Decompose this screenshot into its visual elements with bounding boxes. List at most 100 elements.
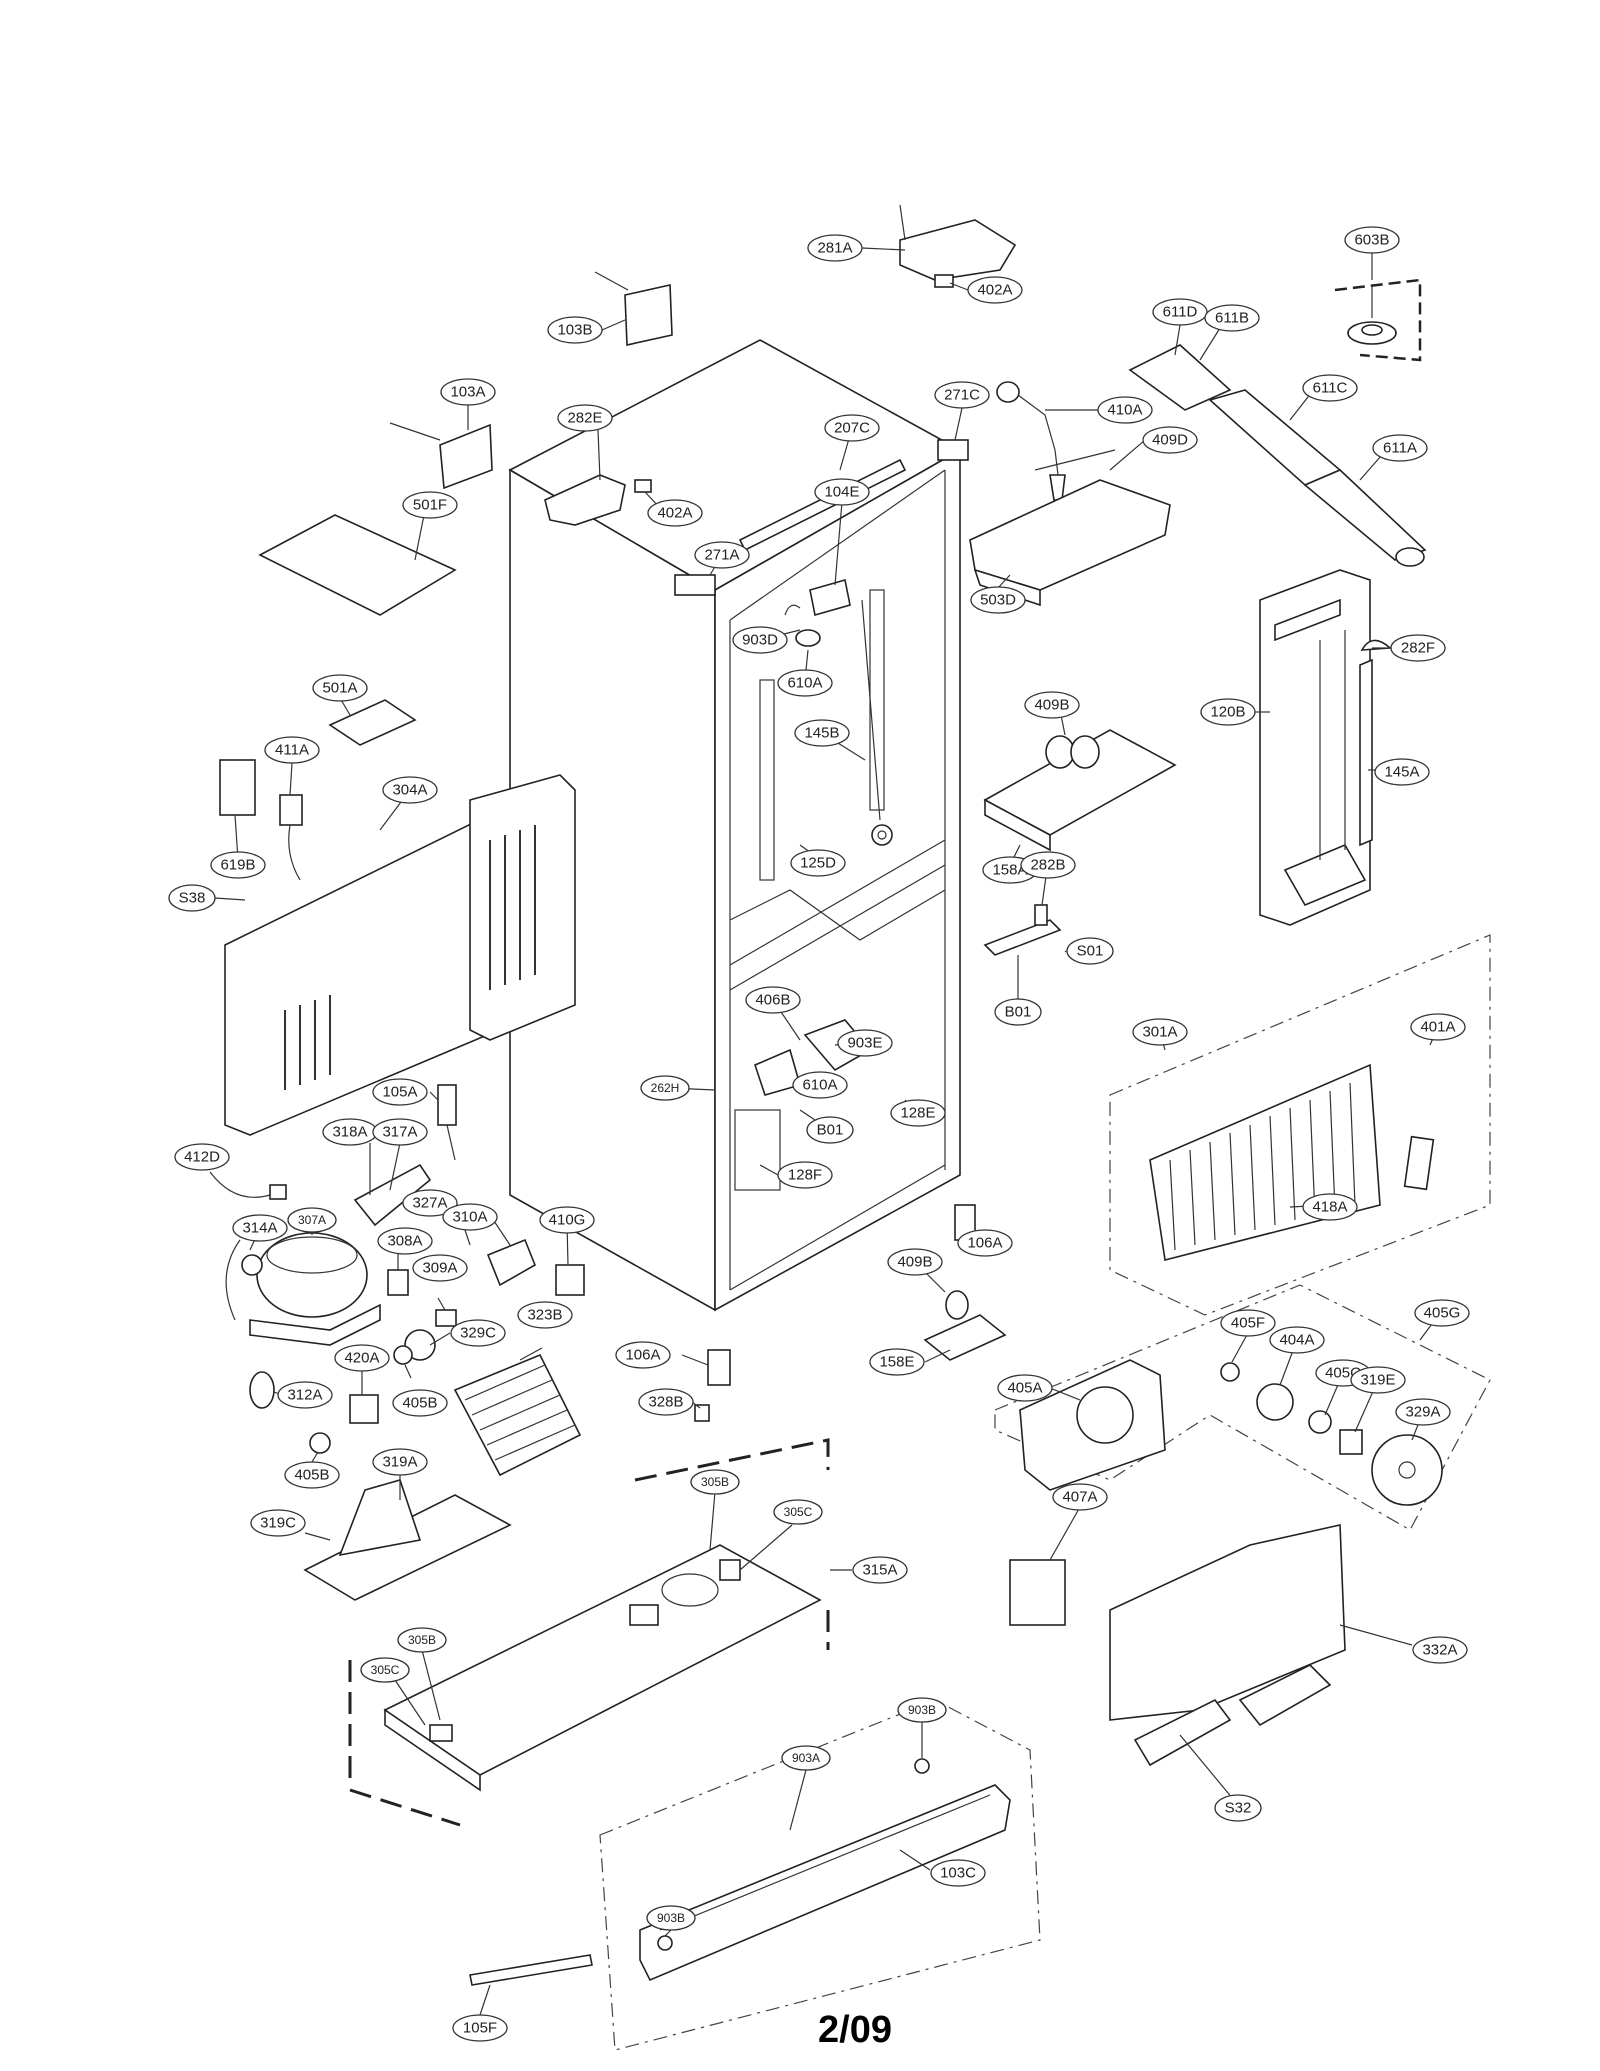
lamp-socket-410a xyxy=(996,381,1066,501)
label-409d: 409D xyxy=(1142,426,1198,454)
label-145b: 145B xyxy=(794,719,850,747)
clip-309a xyxy=(435,1309,457,1327)
fan-module-405g xyxy=(994,1284,1491,1531)
rail-145b xyxy=(861,599,881,821)
svg-text:405A: 405A xyxy=(1007,1380,1042,1397)
svg-text:301A: 301A xyxy=(1142,1024,1177,1041)
label-503d: 503D xyxy=(970,586,1026,614)
lamp-housing-409d-503d xyxy=(969,449,1171,607)
label-328b: 328B xyxy=(638,1388,694,1416)
panel-304a xyxy=(224,774,576,1136)
svg-text:603B: 603B xyxy=(1354,232,1389,249)
label-405b: 405B xyxy=(392,1389,448,1417)
bracket-308a xyxy=(387,1269,409,1296)
label-323b: 323B xyxy=(517,1301,573,1329)
sensor-903d-610a xyxy=(784,604,821,647)
svg-text:103B: 103B xyxy=(557,322,592,339)
label-s32: S32 xyxy=(1214,1794,1262,1822)
label-305b-2: 305B xyxy=(397,1627,447,1653)
fan-blade-329a xyxy=(1371,1434,1443,1506)
grille-103c xyxy=(599,1699,1041,2051)
svg-text:305C: 305C xyxy=(371,1663,400,1677)
tray-317a xyxy=(353,1163,432,1227)
label-319a: 319A xyxy=(372,1448,428,1476)
panel-120b xyxy=(1259,569,1371,926)
svg-text:282E: 282E xyxy=(567,410,602,427)
label-s38: S38 xyxy=(168,884,216,912)
svg-text:145B: 145B xyxy=(804,725,839,742)
svg-text:305C: 305C xyxy=(784,1505,813,1519)
svg-text:120B: 120B xyxy=(1210,704,1245,721)
label-411a: 411A xyxy=(264,736,320,764)
foot-328b xyxy=(694,1404,710,1422)
svg-text:317A: 317A xyxy=(382,1124,417,1141)
label-329a: 329A xyxy=(1395,1398,1451,1426)
svg-text:610A: 610A xyxy=(802,1077,837,1094)
label-611d: 611D xyxy=(1152,298,1208,326)
svg-text:611A: 611A xyxy=(1383,440,1417,457)
svg-text:501F: 501F xyxy=(413,497,447,514)
svg-text:903E: 903E xyxy=(847,1035,882,1052)
label-128f: 128F xyxy=(777,1161,833,1189)
grommet-125d xyxy=(871,824,893,846)
svg-text:128F: 128F xyxy=(788,1167,822,1184)
label-145a: 145A xyxy=(1374,758,1430,786)
label-305b: 305B xyxy=(690,1469,740,1495)
label-903b: 903B xyxy=(897,1697,947,1723)
svg-text:S32: S32 xyxy=(1225,1800,1252,1817)
label-318a: 318A xyxy=(322,1118,378,1146)
bracket-105f xyxy=(469,1954,593,1986)
label-125d: 125D xyxy=(790,849,846,877)
svg-text:903B: 903B xyxy=(657,1911,685,1925)
compressor-307a xyxy=(249,1232,381,1346)
svg-text:405B: 405B xyxy=(294,1467,329,1484)
svg-text:329C: 329C xyxy=(460,1325,496,1342)
svg-text:328B: 328B xyxy=(648,1394,683,1411)
hinge-271c xyxy=(937,439,969,461)
page-number: 2/09 xyxy=(818,2009,892,2051)
label-262h: 262H xyxy=(640,1075,690,1101)
svg-text:282B: 282B xyxy=(1030,857,1065,874)
cover-501f xyxy=(258,514,457,616)
svg-text:903D: 903D xyxy=(742,632,778,649)
svg-text:319A: 319A xyxy=(382,1454,417,1471)
label-903d: 903D xyxy=(732,626,788,654)
label-104e: 104E xyxy=(814,478,870,506)
svg-text:158E: 158E xyxy=(879,1354,914,1371)
clamp-310a xyxy=(486,1238,537,1287)
label-207c: 207C xyxy=(824,414,880,442)
label-405g: 405G xyxy=(1414,1299,1470,1327)
duct-332a xyxy=(1109,1524,1346,1767)
label-s01: S01 xyxy=(1066,937,1114,965)
svg-text:405F: 405F xyxy=(1231,1315,1265,1332)
svg-text:332A: 332A xyxy=(1422,1642,1457,1659)
svg-text:314A: 314A xyxy=(242,1220,277,1237)
cover-281a xyxy=(899,204,1017,288)
svg-text:611C: 611C xyxy=(1313,380,1348,397)
leveler-106a xyxy=(707,1204,976,1386)
svg-text:271C: 271C xyxy=(944,387,980,404)
svg-text:305B: 305B xyxy=(408,1633,436,1647)
label-402a-2: 402A xyxy=(647,499,703,527)
svg-text:307A: 307A xyxy=(298,1213,326,1227)
label-120b: 120B xyxy=(1200,698,1256,726)
label-305c-2: 305C xyxy=(360,1657,410,1683)
svg-text:412D: 412D xyxy=(184,1149,220,1166)
label-501f: 501F xyxy=(402,491,458,519)
label-501a: 501A xyxy=(312,674,368,702)
svg-text:327A: 327A xyxy=(412,1195,447,1212)
svg-text:409D: 409D xyxy=(1152,432,1188,449)
svg-text:318A: 318A xyxy=(332,1124,367,1141)
svg-text:611B: 611B xyxy=(1215,310,1249,327)
label-329c: 329C xyxy=(450,1319,506,1347)
svg-text:B01: B01 xyxy=(1005,1004,1032,1021)
relay-314a xyxy=(225,1239,263,1321)
power-cord-411a xyxy=(279,794,303,881)
svg-text:304A: 304A xyxy=(392,782,427,799)
hinge-cover-103b xyxy=(594,271,673,346)
svg-text:282F: 282F xyxy=(1401,640,1435,657)
label-406b: 406B xyxy=(745,986,801,1014)
svg-text:411A: 411A xyxy=(275,742,309,759)
grommet-405b xyxy=(309,1345,413,1454)
label-305c: 305C xyxy=(773,1499,823,1525)
